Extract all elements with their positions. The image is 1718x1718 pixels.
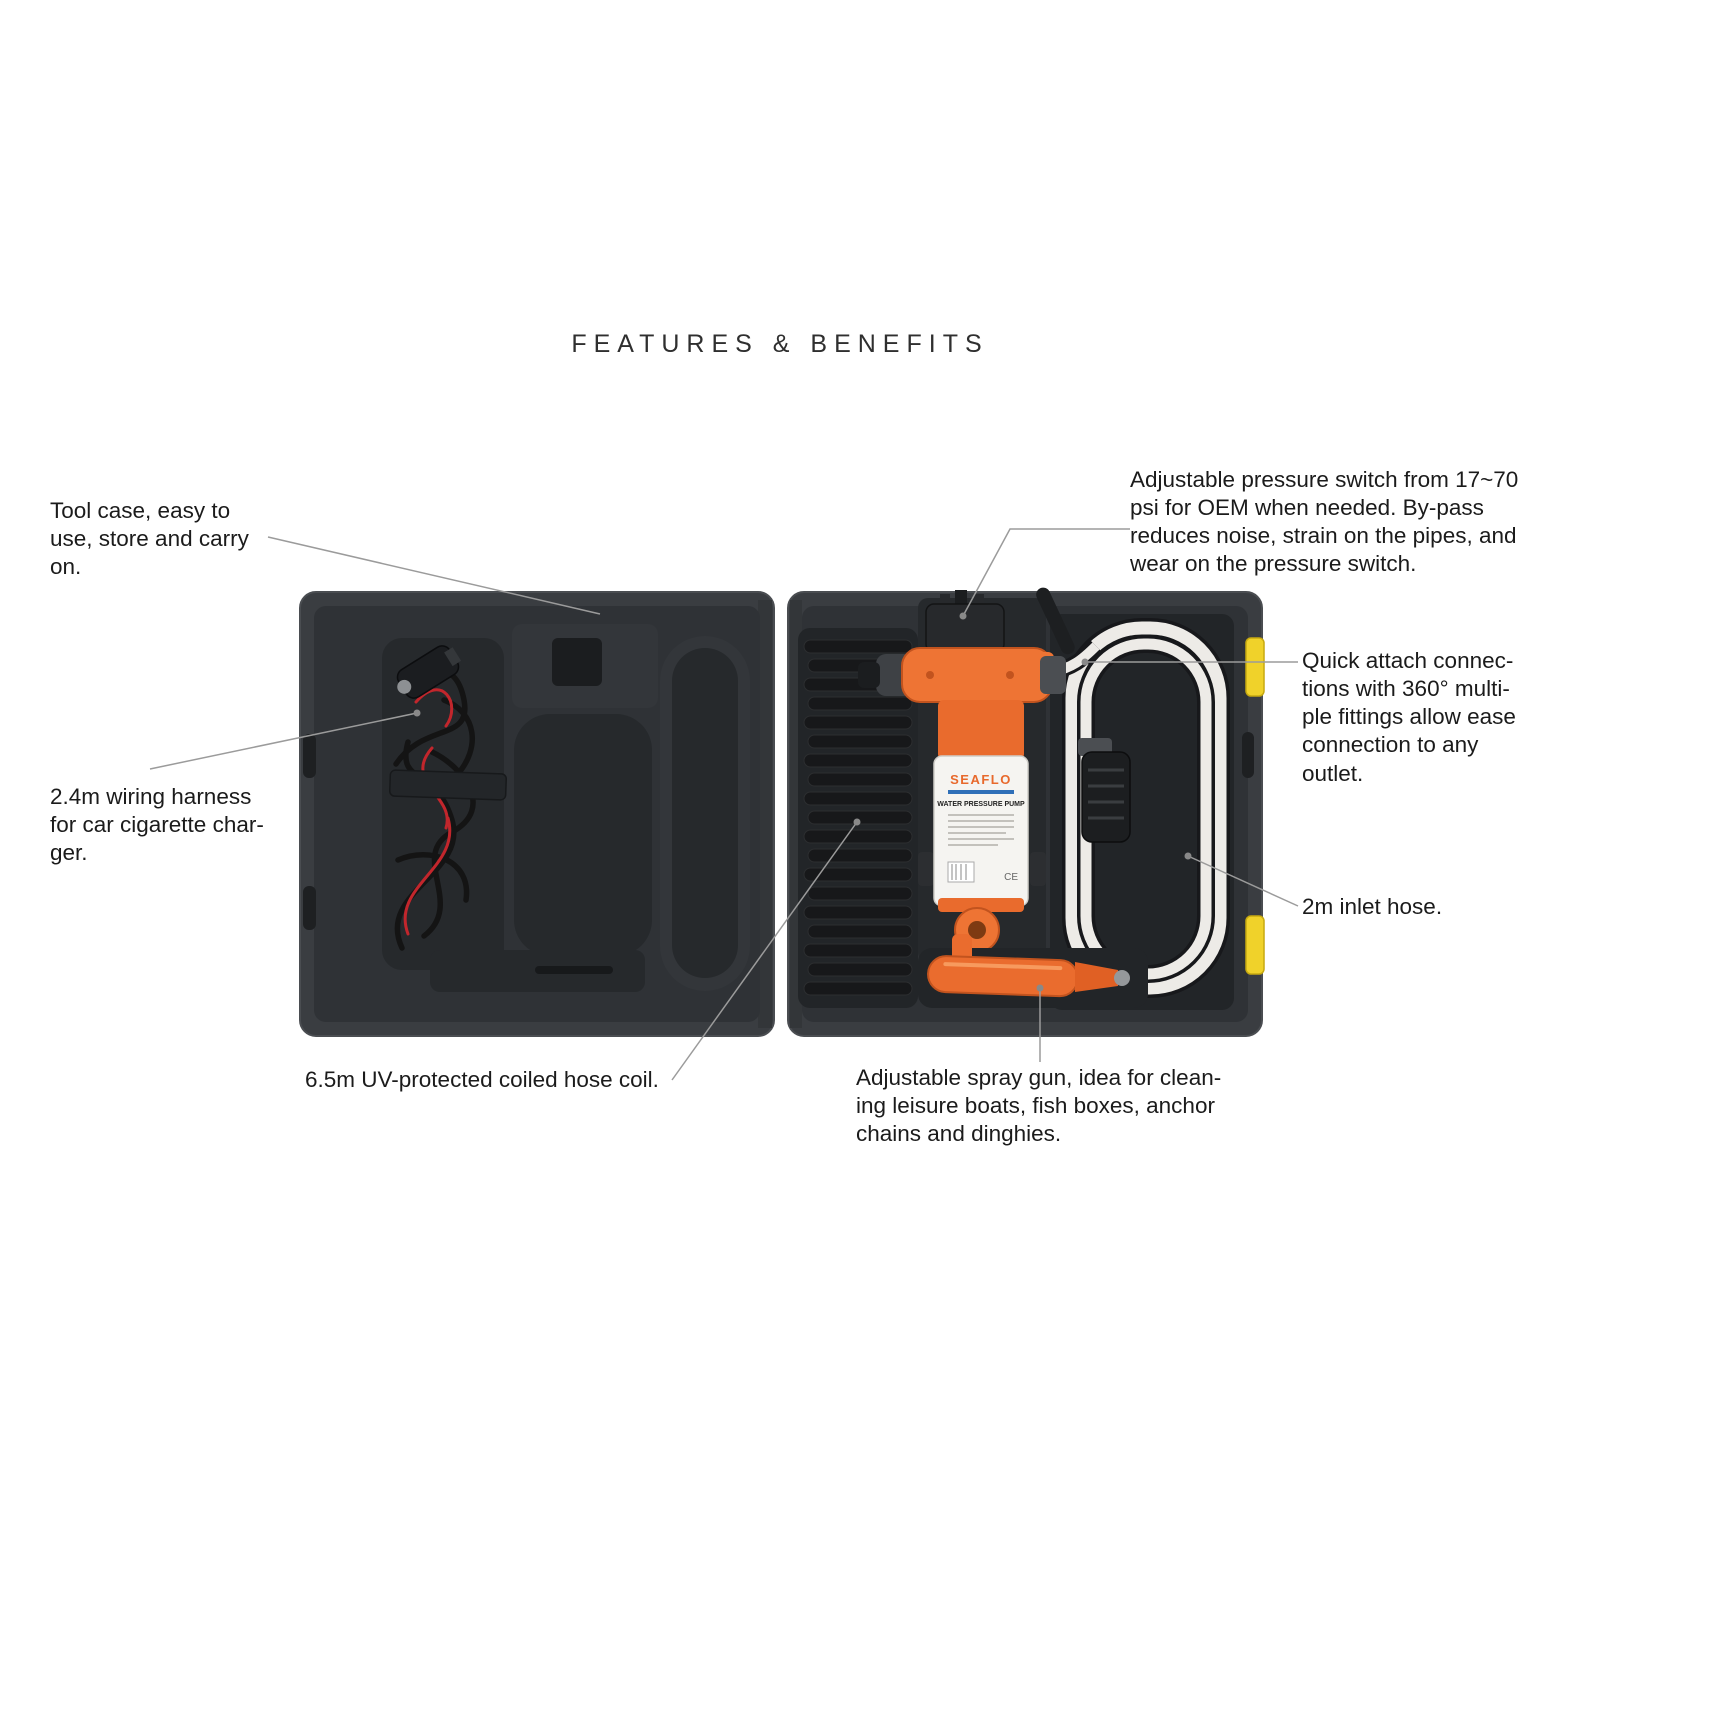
left-handle-slot-bottom	[303, 886, 316, 930]
water-pump: SEAFLO WATER PRESSURE PUMP	[858, 587, 1075, 962]
spray-nozzle-tip	[1114, 970, 1130, 986]
wiring-harness	[389, 645, 507, 951]
page-title: FEATURES & BENEFITS	[571, 330, 989, 358]
case-left-shell	[299, 591, 775, 1037]
leader-inlet-hose	[1187, 855, 1299, 907]
ce-mark: CE	[1004, 872, 1018, 883]
cylinder-well	[514, 714, 652, 956]
left-handle-slot-top	[303, 734, 316, 778]
inlet-hose-recess	[1050, 614, 1234, 1010]
callout-spray-gun: Adjustable spray gun, idea for clean- in…	[856, 1065, 1222, 1147]
hose-strainer	[1078, 738, 1131, 843]
pump-tube	[1036, 587, 1075, 655]
latch-bottom	[1245, 915, 1265, 975]
callout-pressure-switch: Adjustable pressure switch from 17~70 ps…	[1130, 467, 1519, 577]
coiled-hose	[798, 628, 918, 1008]
callout-wiring-harness: 2.4m wiring harness for car cigarette ch…	[50, 784, 264, 866]
callout-tool-case: Tool case, easy to use, store and carry …	[50, 498, 249, 580]
latch-top	[1245, 637, 1265, 697]
pump-motor-body: SEAFLO WATER PRESSURE PUMP	[918, 700, 1046, 912]
quick-attach-fitting	[1040, 656, 1066, 694]
pump-head	[858, 647, 1066, 703]
callout-quick-attach: Quick attach connec- tions with 360° mul…	[1302, 648, 1516, 786]
bottom-tray-slot	[535, 966, 613, 974]
pill-compartment-inner	[672, 648, 738, 978]
leader-coiled-hose	[671, 821, 858, 1081]
case-right-shell: SEAFLO WATER PRESSURE PUMP	[787, 587, 1265, 1037]
callout-inlet-hose: 2m inlet hose.	[1302, 894, 1443, 919]
callout-coiled-hose: 6.5m UV-protected coiled hose coil.	[305, 1067, 659, 1092]
leader-pressure-switch	[962, 528, 1130, 617]
square-hole	[552, 638, 602, 686]
left-shell-hinge-edge	[758, 600, 772, 1028]
harness-strap	[389, 769, 507, 801]
pump-label-text: WATER PRESSURE PUMP	[937, 801, 1025, 808]
leader-tool-case	[267, 536, 601, 615]
leader-lines	[149, 528, 1299, 1081]
cigarette-plug	[396, 645, 462, 699]
spray-gun	[918, 934, 1148, 1008]
leader-wiring-harness	[149, 712, 418, 770]
inlet-hose	[1050, 614, 1234, 1010]
right-handle-slot	[1242, 732, 1254, 778]
pump-brand-text: SEAFLO	[950, 772, 1012, 787]
